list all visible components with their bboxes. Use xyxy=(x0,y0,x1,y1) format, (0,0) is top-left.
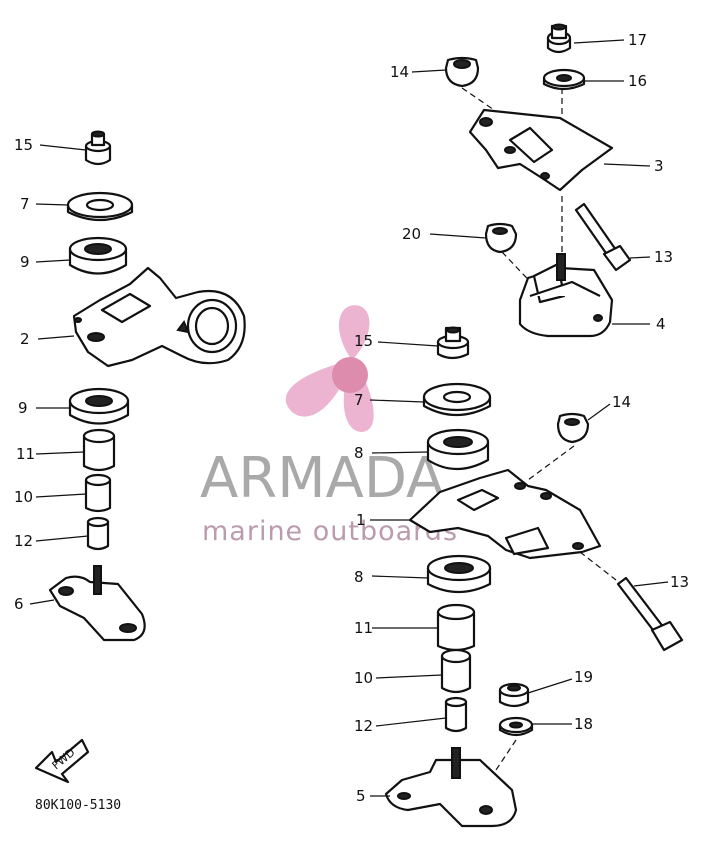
part-3-upper-bracket xyxy=(468,108,614,192)
part-15-nut-left xyxy=(84,130,112,166)
callout-12-left: 12 xyxy=(14,532,33,550)
callout-3: 3 xyxy=(654,157,664,175)
callout-7-center: 7 xyxy=(354,391,364,409)
callout-5: 5 xyxy=(356,787,366,805)
callout-11-center: 11 xyxy=(354,619,373,637)
callout-4: 4 xyxy=(656,315,666,333)
callout-10-center: 10 xyxy=(354,669,373,687)
callout-1: 1 xyxy=(356,511,366,529)
part-5-base-plate xyxy=(384,747,518,828)
part-12-collar-center xyxy=(444,696,468,733)
callout-19: 19 xyxy=(574,668,593,686)
part-11-collar-center xyxy=(436,603,476,652)
part-16-washer xyxy=(542,68,586,91)
callout-6: 6 xyxy=(14,595,24,613)
part-10-collar-left xyxy=(84,473,112,513)
part-2-mount-bracket xyxy=(72,266,246,368)
callout-2: 2 xyxy=(20,330,30,348)
callout-20: 20 xyxy=(402,225,421,243)
callout-8-upper: 8 xyxy=(354,444,364,462)
diagram-code: 80K100-5130 xyxy=(35,798,121,813)
fwd-arrow-icon: FWD xyxy=(34,738,90,784)
part-7-washer-left xyxy=(66,191,134,222)
part-6-base-plate xyxy=(48,565,146,642)
part-12-collar-left xyxy=(86,516,110,551)
callout-13-lower: 13 xyxy=(670,573,689,591)
callout-18: 18 xyxy=(574,715,593,733)
part-14-nut-right xyxy=(556,412,590,444)
part-19-nut xyxy=(498,682,530,708)
callout-17: 17 xyxy=(628,31,647,49)
callout-16: 16 xyxy=(628,72,647,90)
callout-7-left: 7 xyxy=(20,195,30,213)
callout-10-left: 10 xyxy=(14,488,33,506)
propeller-logo xyxy=(285,305,374,432)
watermark-brand: ARMADA xyxy=(200,446,444,511)
callout-8-lower: 8 xyxy=(354,568,364,586)
callout-9-upper: 9 xyxy=(20,253,30,271)
callout-13-upper: 13 xyxy=(654,248,673,266)
callout-14-right: 14 xyxy=(612,393,631,411)
callout-12-center: 12 xyxy=(354,717,373,735)
callout-15-left: 15 xyxy=(14,136,33,154)
part-4-engine-mount xyxy=(518,253,614,338)
part-13-bolt-lower xyxy=(616,576,684,652)
part-17-nut xyxy=(546,23,572,54)
part-1-lower-bracket xyxy=(408,468,602,560)
callout-11-left: 11 xyxy=(16,445,35,463)
part-14-nut-upper xyxy=(444,56,480,88)
callout-9-lower: 9 xyxy=(18,399,28,417)
part-15-nut-center xyxy=(436,326,470,360)
part-9-damper-lower xyxy=(68,387,130,425)
part-9-damper-upper xyxy=(68,236,128,275)
part-8-damper-lower xyxy=(426,554,492,594)
part-7-washer-center xyxy=(422,382,492,416)
part-10-collar-center xyxy=(440,648,472,694)
part-11-collar-left xyxy=(82,428,116,472)
callout-15-center: 15 xyxy=(354,332,373,350)
part-18-washer xyxy=(498,716,534,737)
part-20-nut xyxy=(484,222,518,254)
part-13-bolt-upper xyxy=(574,202,632,272)
callout-14-upper: 14 xyxy=(390,63,409,81)
part-8-damper-upper xyxy=(426,428,490,470)
